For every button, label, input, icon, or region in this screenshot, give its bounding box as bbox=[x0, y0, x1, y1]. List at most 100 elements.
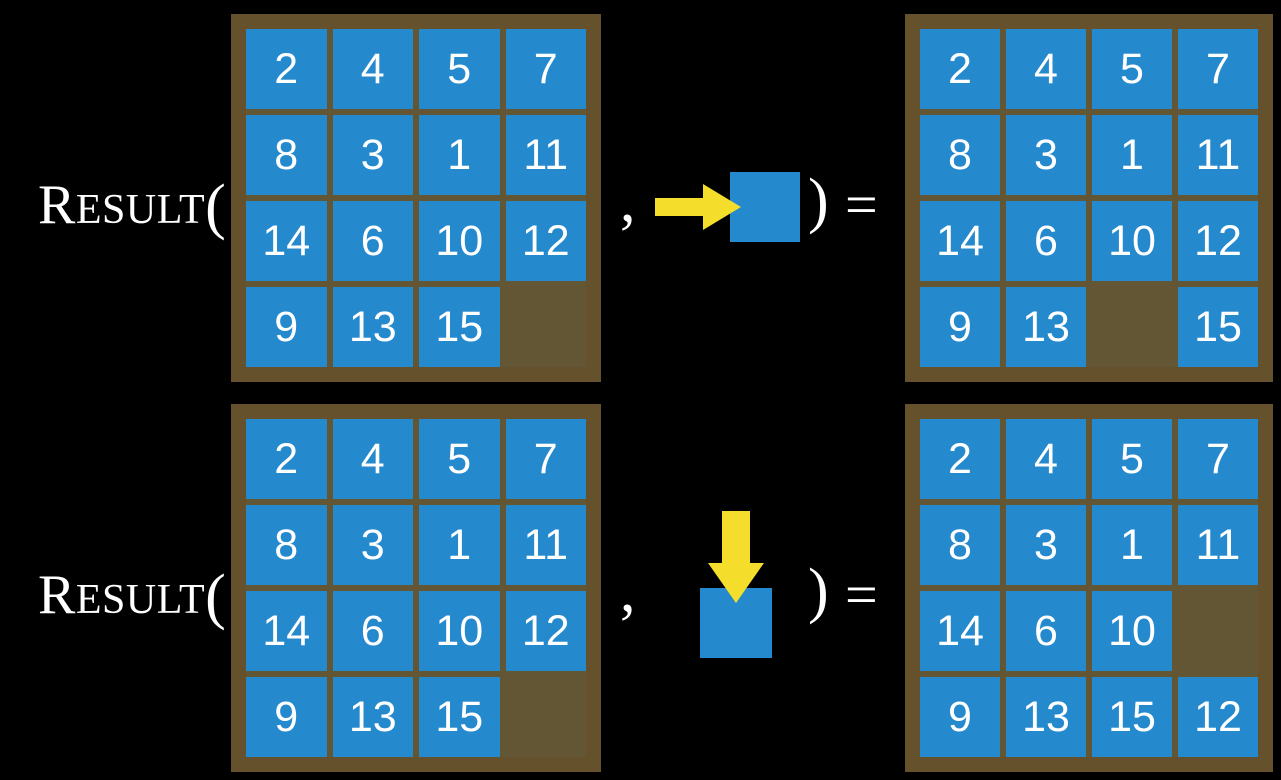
tile-number: 15 bbox=[1108, 692, 1156, 741]
tile[interactable]: 15 bbox=[419, 287, 500, 367]
tile[interactable]: 10 bbox=[1092, 201, 1172, 281]
result-open-paren-row2: ( bbox=[205, 563, 227, 631]
tile[interactable]: 13 bbox=[332, 287, 413, 367]
result-label-row2: RESULT( bbox=[38, 562, 226, 628]
tile[interactable]: 7 bbox=[1178, 419, 1258, 499]
tile[interactable]: 11 bbox=[505, 505, 586, 585]
tile[interactable]: 4 bbox=[1006, 419, 1086, 499]
tile[interactable]: 3 bbox=[332, 115, 413, 195]
tile-number: 7 bbox=[1206, 434, 1230, 483]
tile[interactable]: 11 bbox=[505, 115, 586, 195]
tile-number: 12 bbox=[521, 606, 570, 655]
tile-number: 3 bbox=[1034, 130, 1058, 179]
tile[interactable]: 13 bbox=[332, 677, 413, 757]
tile[interactable]: 10 bbox=[419, 591, 500, 671]
tile[interactable]: 3 bbox=[1006, 115, 1086, 195]
tile[interactable]: 4 bbox=[332, 419, 413, 499]
tile-number: 15 bbox=[435, 692, 484, 741]
tile-number: 15 bbox=[1194, 302, 1242, 351]
tile[interactable]: 14 bbox=[246, 591, 327, 671]
tile-number: 13 bbox=[1022, 302, 1070, 351]
tile[interactable]: 5 bbox=[1092, 29, 1172, 109]
tile[interactable]: 7 bbox=[1178, 29, 1258, 109]
tile[interactable]: 9 bbox=[920, 677, 1000, 757]
tile[interactable]: 5 bbox=[419, 29, 500, 109]
tile-number: 6 bbox=[360, 606, 385, 655]
tile-number: 1 bbox=[447, 520, 472, 569]
tile[interactable]: 3 bbox=[1006, 505, 1086, 585]
tile[interactable]: 15 bbox=[1092, 677, 1172, 757]
tile[interactable]: 11 bbox=[1178, 505, 1258, 585]
tile[interactable]: 12 bbox=[505, 201, 586, 281]
tile[interactable]: 1 bbox=[1092, 115, 1172, 195]
tile[interactable]: 10 bbox=[419, 201, 500, 281]
tile[interactable]: 15 bbox=[419, 677, 500, 757]
tile-number: 7 bbox=[533, 434, 558, 483]
tile[interactable]: 7 bbox=[505, 29, 586, 109]
tile-number: 2 bbox=[948, 434, 972, 483]
tile[interactable]: 6 bbox=[332, 591, 413, 671]
tile[interactable]: 7 bbox=[505, 419, 586, 499]
blank-slot[interactable] bbox=[1092, 287, 1172, 367]
tile[interactable]: 9 bbox=[246, 287, 327, 367]
tile[interactable]: 5 bbox=[1092, 419, 1172, 499]
tile[interactable]: 3 bbox=[332, 505, 413, 585]
tile[interactable]: 15 bbox=[1178, 287, 1258, 367]
tile-number: 9 bbox=[948, 692, 972, 741]
tile[interactable]: 1 bbox=[419, 115, 500, 195]
tile[interactable]: 14 bbox=[246, 201, 327, 281]
output-board-row1: 2 4 5 7 8 3 1 11 14 6 10 12 9 13 15 bbox=[905, 14, 1273, 382]
tile[interactable]: 9 bbox=[246, 677, 327, 757]
equals-sign-row1: = bbox=[845, 172, 878, 237]
close-paren-row1: ) bbox=[808, 167, 829, 235]
blank-slot[interactable] bbox=[1178, 591, 1258, 671]
tile[interactable]: 8 bbox=[246, 505, 327, 585]
tile[interactable]: 1 bbox=[419, 505, 500, 585]
tile[interactable]: 11 bbox=[1178, 115, 1258, 195]
tile[interactable]: 12 bbox=[1178, 677, 1258, 757]
move-down-operator bbox=[700, 505, 800, 665]
tile[interactable]: 4 bbox=[1006, 29, 1086, 109]
tile[interactable]: 4 bbox=[332, 29, 413, 109]
tile-number: 6 bbox=[1034, 606, 1058, 655]
tile[interactable]: 1 bbox=[1092, 505, 1172, 585]
tile[interactable]: 2 bbox=[246, 29, 327, 109]
move-right-operator bbox=[655, 168, 800, 258]
tile-number: 10 bbox=[435, 606, 484, 655]
tile-number: 10 bbox=[1108, 216, 1156, 265]
tile[interactable]: 13 bbox=[1006, 287, 1086, 367]
tile[interactable]: 2 bbox=[920, 419, 1000, 499]
tile-number: 5 bbox=[447, 44, 472, 93]
tile-number: 2 bbox=[948, 44, 972, 93]
tile-number: 11 bbox=[1195, 130, 1241, 179]
tile-number: 14 bbox=[262, 216, 311, 265]
tile-number: 8 bbox=[274, 130, 299, 179]
tile[interactable]: 2 bbox=[246, 419, 327, 499]
tile-number: 7 bbox=[1206, 44, 1230, 93]
tile[interactable]: 12 bbox=[1178, 201, 1258, 281]
tile[interactable]: 10 bbox=[1092, 591, 1172, 671]
tile-number: 13 bbox=[1022, 692, 1070, 741]
tile[interactable]: 5 bbox=[419, 419, 500, 499]
tile[interactable]: 2 bbox=[920, 29, 1000, 109]
tile[interactable]: 8 bbox=[920, 115, 1000, 195]
tile[interactable]: 6 bbox=[1006, 591, 1086, 671]
tile[interactable]: 8 bbox=[920, 505, 1000, 585]
tile-number: 7 bbox=[533, 44, 558, 93]
tile[interactable]: 14 bbox=[920, 201, 1000, 281]
blank-slot[interactable] bbox=[506, 677, 587, 757]
tile[interactable]: 14 bbox=[920, 591, 1000, 671]
tile[interactable]: 12 bbox=[505, 591, 586, 671]
tile-number: 2 bbox=[274, 44, 299, 93]
tile[interactable]: 6 bbox=[1006, 201, 1086, 281]
result-label-smallcaps-row1: ESULT bbox=[75, 187, 206, 233]
tile[interactable]: 6 bbox=[332, 201, 413, 281]
tile-number: 3 bbox=[360, 130, 385, 179]
tile-number: 14 bbox=[936, 606, 984, 655]
blank-slot[interactable] bbox=[506, 287, 587, 367]
arrow-down-icon bbox=[708, 511, 764, 603]
tile[interactable]: 8 bbox=[246, 115, 327, 195]
tile[interactable]: 13 bbox=[1006, 677, 1086, 757]
result-label-cap-row1: R bbox=[38, 174, 76, 236]
tile[interactable]: 9 bbox=[920, 287, 1000, 367]
